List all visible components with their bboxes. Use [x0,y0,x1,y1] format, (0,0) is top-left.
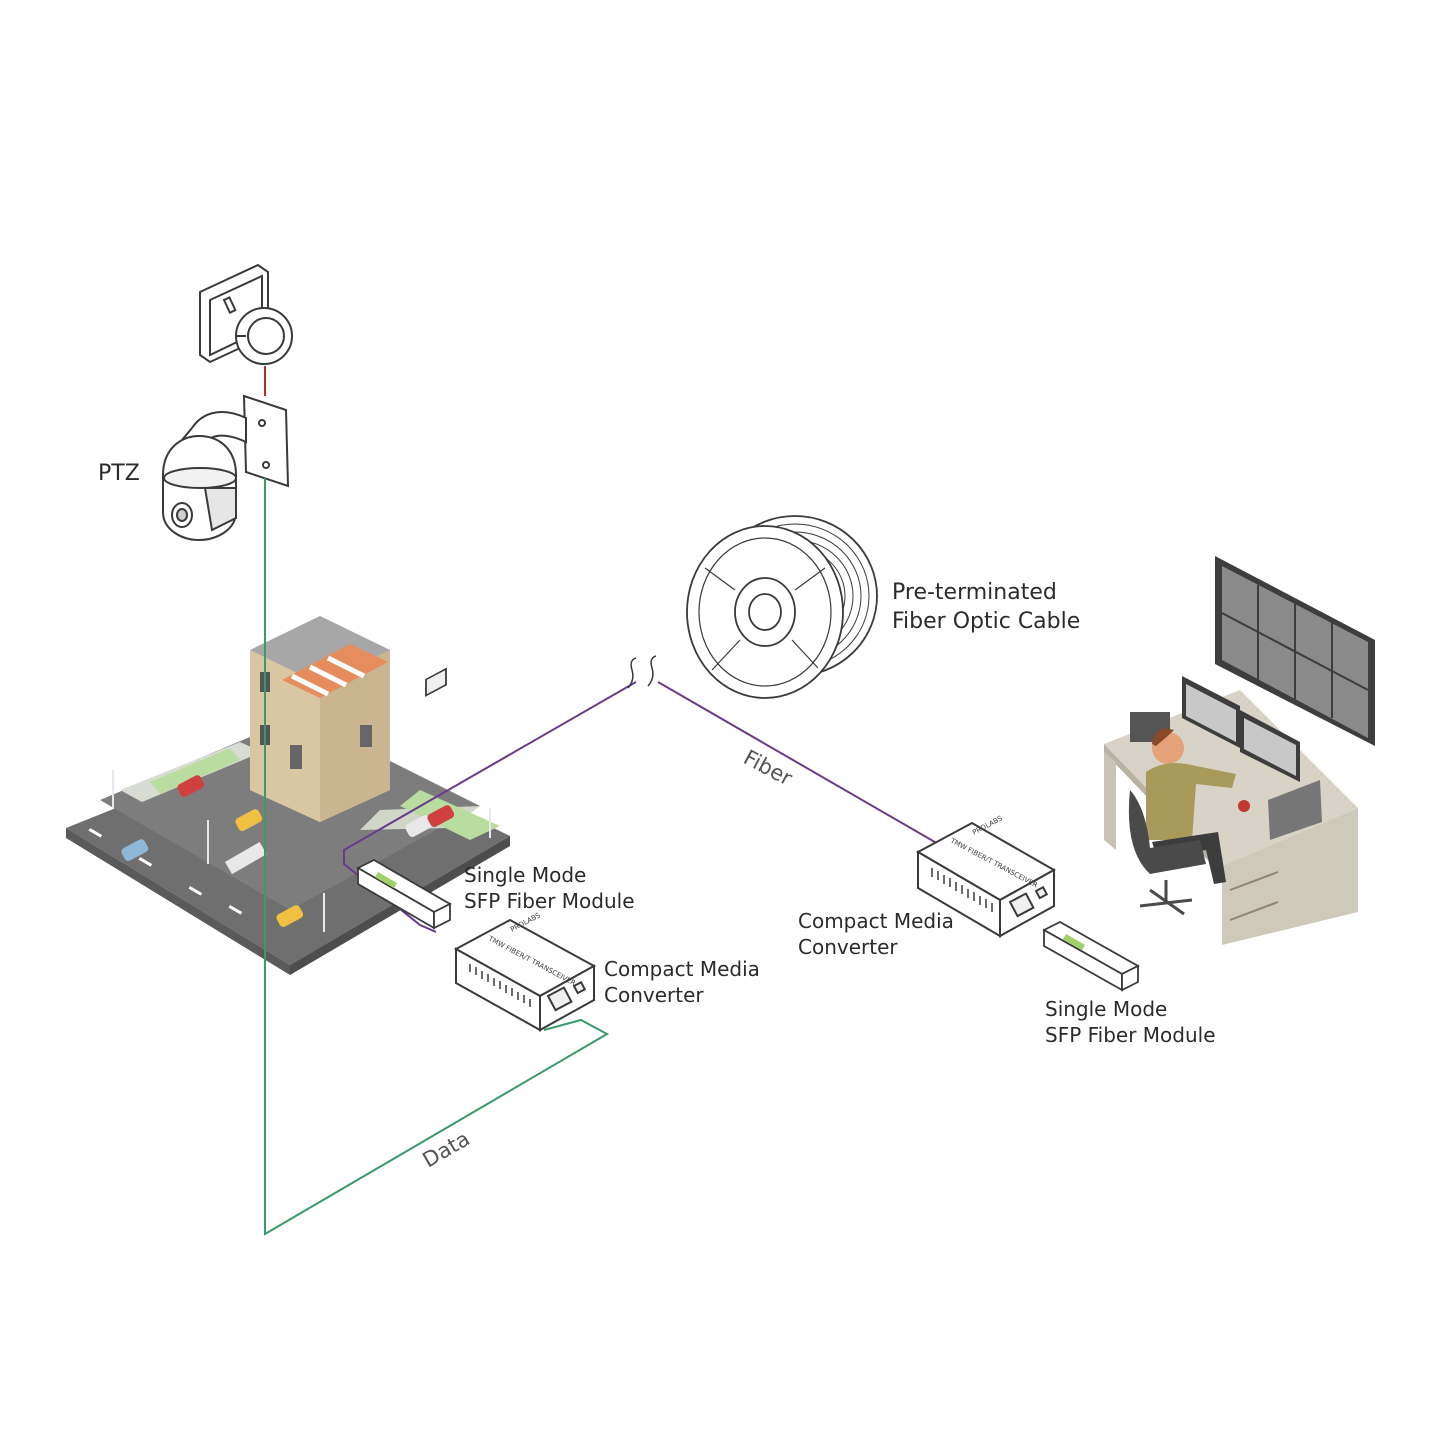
sfp-left-label-line1: Single Mode [464,863,587,887]
fiber-cable-label: Pre-terminated Fiber Optic Cable [892,578,1080,636]
converter-right-label: Compact Media Converter [798,908,954,960]
power-outlet-icon [199,263,293,365]
converter-left-label-line1: Compact Media [604,957,760,981]
media-converter-right-icon: TMW FIBER/T TRANSCEIVER PROLABS [915,814,1057,938]
data-cable [264,478,610,1236]
sfp-left-label: Single Mode SFP Fiber Module [464,862,635,914]
converter-right-label-line1: Compact Media [798,909,954,933]
fiber-cable-reel-icon [686,515,878,699]
parked-cars [121,775,455,927]
control-room-illustration [1104,556,1375,945]
building [250,616,390,822]
video-wall-icon [1215,556,1375,746]
converter-right-label-line2: Converter [798,935,898,959]
road-markings [88,828,267,915]
ptz-label: PTZ [98,461,140,486]
fiber-cable-label-line1: Pre-terminated [892,580,1057,605]
converter-left-label-line2: Converter [604,983,704,1007]
sfp-right-label-line2: SFP Fiber Module [1045,1023,1216,1047]
converter-left-label: Compact Media Converter [604,956,760,1008]
monitors-icon [1130,676,1322,840]
sfp-right-label: Single Mode SFP Fiber Module [1045,996,1216,1048]
ptz-camera-icon [162,394,290,542]
fiber-cable [343,655,941,933]
sfp-module-left-icon [356,667,452,930]
sfp-module-right-icon [1042,920,1140,992]
media-converter-left-icon: TMW FIBER/T TRANSCEIVER PROLABS [453,911,597,1032]
fiber-line-label: Fiber [740,745,797,790]
street-lamps [112,770,491,932]
operator-figure [1128,728,1250,916]
sfp-left-label-line2: SFP Fiber Module [464,889,635,913]
sfp-right-label-line1: Single Mode [1045,997,1168,1021]
fiber-cable-label-line2: Fiber Optic Cable [892,609,1081,634]
data-line-label: Data [419,1126,474,1172]
